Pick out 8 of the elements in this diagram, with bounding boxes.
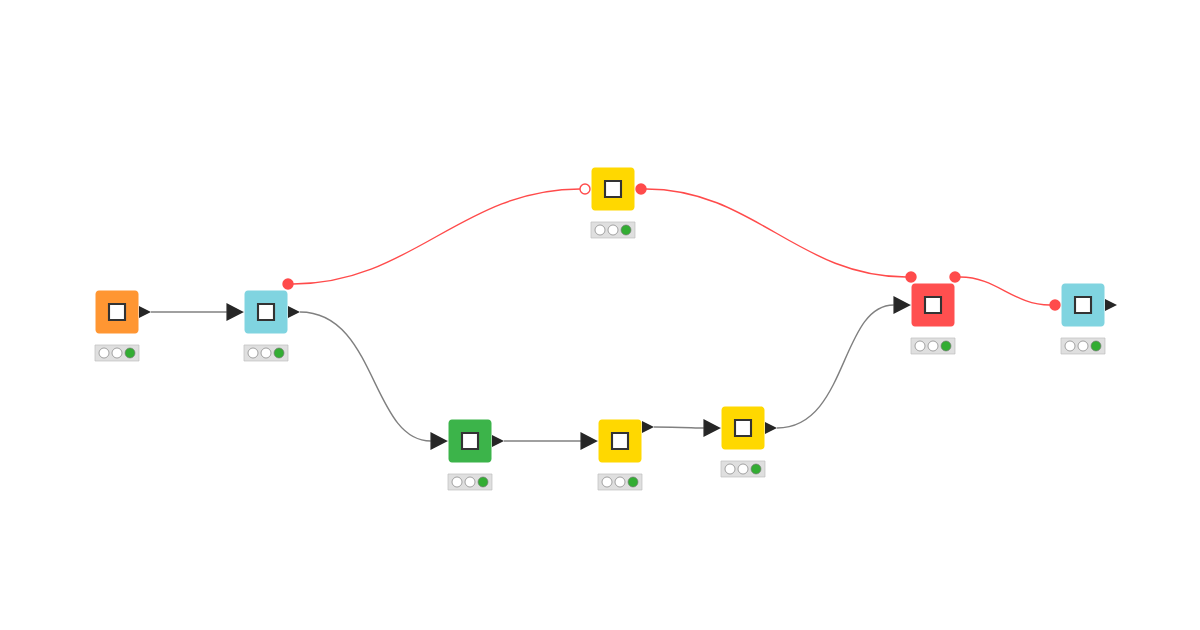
- connector: [292, 188, 581, 285]
- connector: [959, 276, 1051, 306]
- connector: [776, 296, 911, 429]
- connector: [645, 188, 907, 278]
- connector: [150, 303, 244, 321]
- connector: [503, 432, 598, 450]
- connector: [653, 419, 721, 437]
- connector: [299, 311, 448, 450]
